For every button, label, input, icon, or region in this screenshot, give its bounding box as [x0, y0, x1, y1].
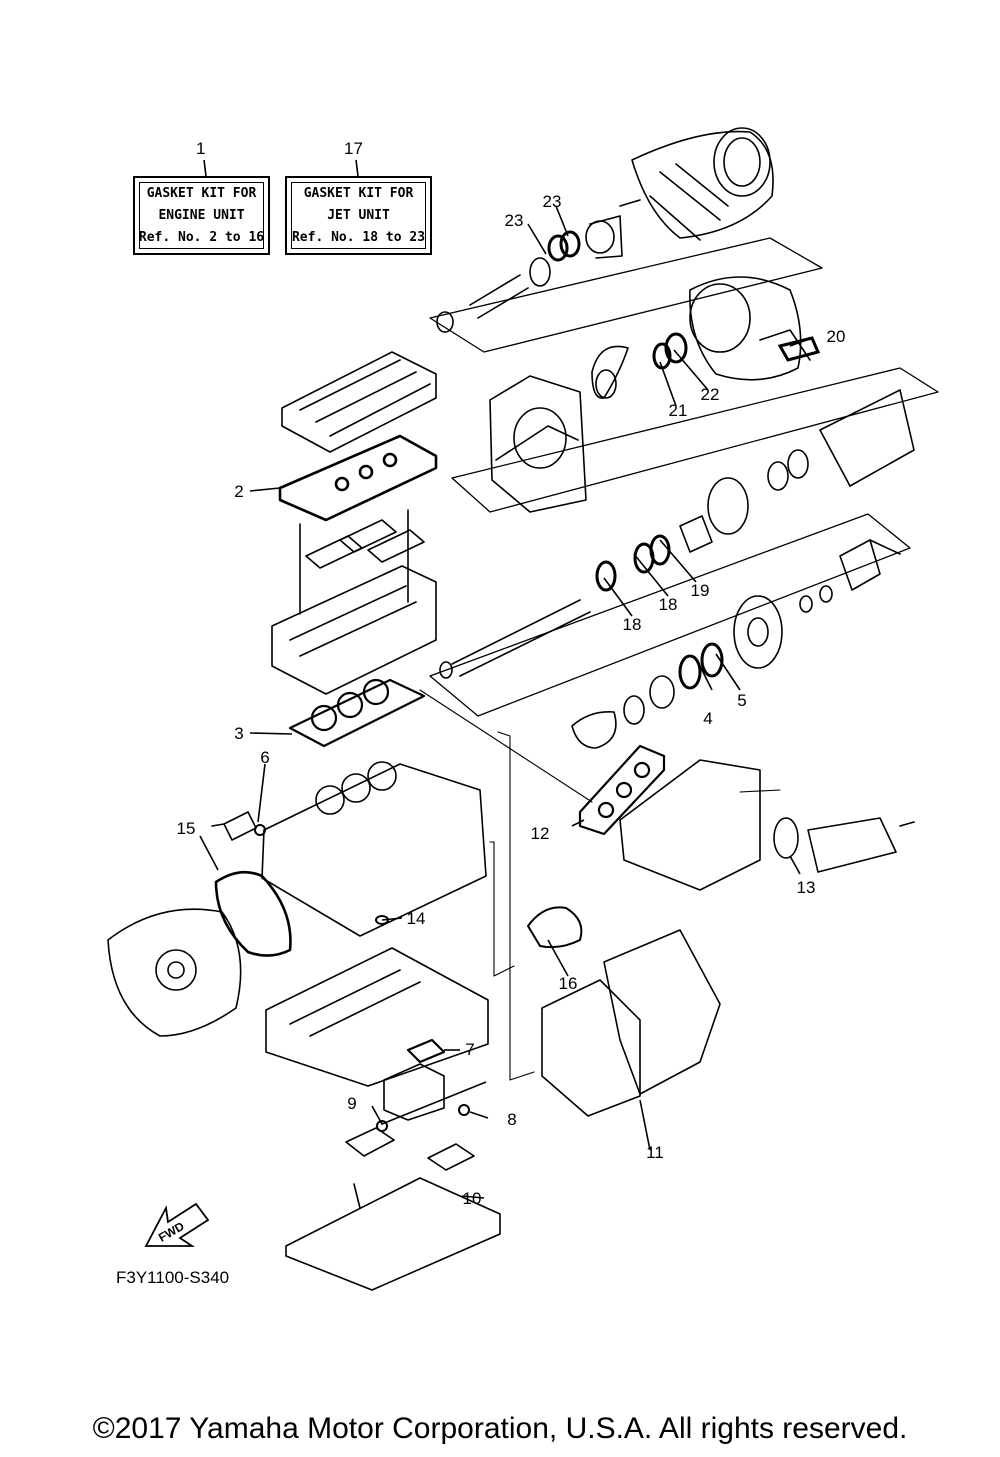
callout-4: 4	[703, 709, 712, 728]
kit-1-line1: GASKET KIT FOR	[146, 185, 257, 201]
cover-gasket	[527, 906, 583, 949]
callout-7: 7	[465, 1040, 474, 1059]
kit-17-line2: JET UNIT	[327, 207, 390, 223]
callout-3: 3	[234, 724, 243, 743]
callout-2: 2	[234, 482, 243, 501]
gasket-kit-jet-label: GASKET KIT FOR JET UNIT Ref. No. 18 to 2…	[285, 176, 432, 255]
output-coupler	[571, 675, 675, 749]
oil-cooler-plate	[541, 929, 721, 1117]
crankcase-cover	[107, 908, 242, 1037]
jet-nozzle-panel	[429, 237, 823, 353]
callout-11: 11	[646, 1143, 664, 1162]
callout-14: 14	[407, 909, 426, 928]
diagram-code: F3Y1100-S340	[116, 1268, 230, 1287]
callout-21: 21	[669, 401, 688, 420]
callout-13: 13	[797, 878, 816, 897]
exhaust-manifold-gasket	[578, 744, 666, 836]
callout-15: 15	[177, 819, 196, 838]
cylinder-block	[261, 761, 487, 937]
gasket-kit-engine-label: GASKET KIT FOR ENGINE UNIT Ref. No. 2 to…	[133, 176, 270, 255]
callout-9: 9	[347, 1094, 356, 1113]
callout-19: 19	[691, 581, 710, 600]
callout-8: 8	[507, 1110, 516, 1129]
callout-23: 23	[505, 211, 524, 230]
drive-shaft	[439, 599, 591, 679]
drive-housing	[679, 389, 915, 553]
kit-1-line3: Ref. No. 2 to 16	[138, 229, 265, 245]
jet-pump-housing	[689, 276, 811, 381]
leader-lines	[199, 159, 813, 1199]
exhaust-manifold	[619, 759, 761, 891]
callout-23: 23	[543, 192, 562, 211]
oil-pump	[383, 1038, 446, 1121]
assembly-guide-lines	[419, 689, 781, 1081]
callout-18: 18	[659, 595, 678, 614]
kit-17-line1: GASKET KIT FOR	[303, 185, 414, 201]
cylinder-head	[271, 565, 437, 695]
impeller-shaft	[436, 257, 551, 333]
callout-10: 10	[463, 1189, 482, 1208]
copyright-notice: ©2017 Yamaha Motor Corporation, U.S.A. A…	[92, 1412, 908, 1445]
crankcase-cover-gasket	[214, 870, 292, 957]
impeller-housing-panel	[451, 367, 939, 513]
callout-12: 12	[531, 824, 550, 843]
callout-22: 22	[701, 385, 720, 404]
lower-crankcase	[265, 947, 489, 1087]
callout-5: 5	[737, 691, 746, 710]
jet-nozzle	[619, 127, 774, 241]
kit-17-line3: Ref. No. 18 to 23	[291, 229, 426, 245]
valve-cover	[281, 351, 437, 453]
exhaust-outlet-gasket	[773, 817, 915, 873]
camshaft-caps	[299, 509, 425, 615]
valve-cover-gasket	[278, 434, 438, 522]
oil-pan	[285, 1177, 501, 1291]
callout-18: 18	[623, 615, 642, 634]
seal-rings	[547, 230, 821, 690]
kit-17-ref-number: 17	[344, 139, 363, 158]
kit-1-line2: ENGINE UNIT	[158, 207, 245, 223]
cylinder-head-gasket	[288, 678, 426, 748]
callout-6: 6	[260, 748, 269, 767]
fwd-arrow-icon: FWD	[144, 1202, 210, 1247]
impeller	[591, 345, 629, 399]
drive-shaft-panel	[429, 513, 911, 717]
oil-strainer	[345, 1104, 475, 1171]
callout-16: 16	[559, 974, 578, 993]
oil-pressure-switch	[211, 811, 266, 841]
nozzle-flange	[585, 215, 623, 259]
callout-20: 20	[827, 327, 846, 346]
kit-1-ref-number: 1	[196, 139, 206, 158]
intake-duct	[489, 375, 587, 513]
coupler-assembly	[733, 539, 901, 669]
